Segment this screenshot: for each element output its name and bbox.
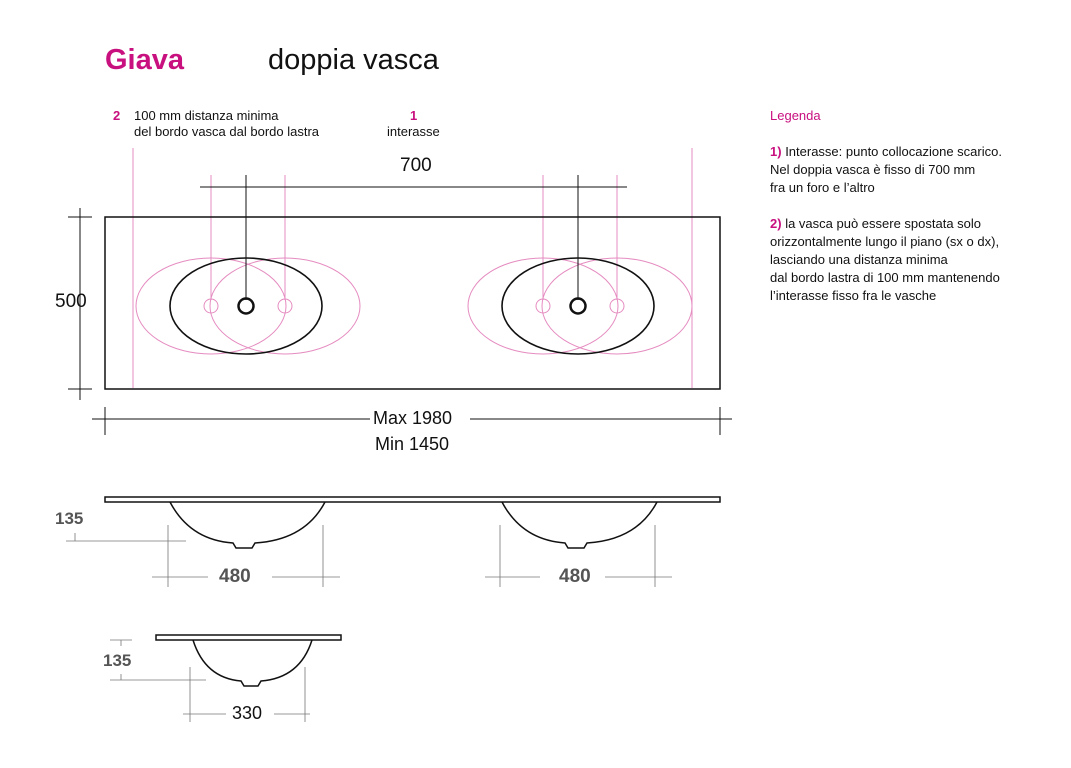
bowl-width-left: 480	[219, 566, 251, 587]
legend-item-2-text: la vasca può essere spostata solo	[785, 216, 982, 231]
legend-item-1-line3: fra un foro e l’altro	[770, 180, 875, 195]
single-width: 330	[232, 703, 263, 723]
legend-item-1-number: 1)	[770, 144, 782, 159]
legend-item-1-line2: Nel doppia vasca è fisso di 700 mm	[770, 162, 976, 177]
legend-item-2-line3: lasciando una distanza minima	[770, 252, 948, 267]
legend-item-2-line5: l’interasse fisso fra le vasche	[770, 288, 937, 303]
max-length: Max 1980	[373, 408, 453, 428]
note1-number: 1	[410, 108, 418, 123]
legend-title: Legenda	[770, 108, 821, 123]
legend-item-2-line2: orizzontalmente lungo il piano (sx o dx)…	[770, 234, 1000, 249]
legend-item-2-line4: dal bordo lastra di 100 mm mantenendo	[770, 270, 1000, 285]
note1-label: interasse	[387, 124, 440, 139]
subtitle: doppia vasca	[268, 44, 439, 76]
drain-hole-right	[569, 297, 587, 315]
side-height: 135	[55, 509, 84, 528]
brand-title: Giava	[105, 44, 184, 76]
note2-number: 2	[113, 108, 121, 123]
legend: Legenda 1) Interasse: punto collocazione…	[770, 107, 1060, 323]
top-view	[68, 175, 732, 435]
depth-dimension: 500	[55, 291, 87, 312]
legend-item-2-number: 2)	[770, 216, 782, 231]
right-bowl	[501, 257, 655, 355]
legend-item-2: 2) la vasca può essere spostata solo ori…	[770, 215, 1060, 305]
interaxis-dimension: 700	[400, 155, 432, 176]
note2-line1: 100 mm distanza minima	[134, 108, 279, 123]
single-height: 135	[103, 651, 132, 670]
dimension-lines	[66, 525, 672, 722]
legend-item-1-text: Interasse: punto collocazione scarico.	[785, 144, 1002, 159]
bowl-width-right: 480	[559, 566, 591, 587]
left-bowl	[169, 257, 323, 355]
side-view	[104, 496, 721, 687]
note2-line2: del bordo vasca dal bordo lastra	[134, 124, 320, 139]
legend-item-1: 1) Interasse: punto collocazione scarico…	[770, 143, 1060, 197]
min-length: Min 1450	[375, 434, 450, 454]
pink-guides	[132, 148, 693, 388]
drain-hole-left	[237, 297, 255, 315]
